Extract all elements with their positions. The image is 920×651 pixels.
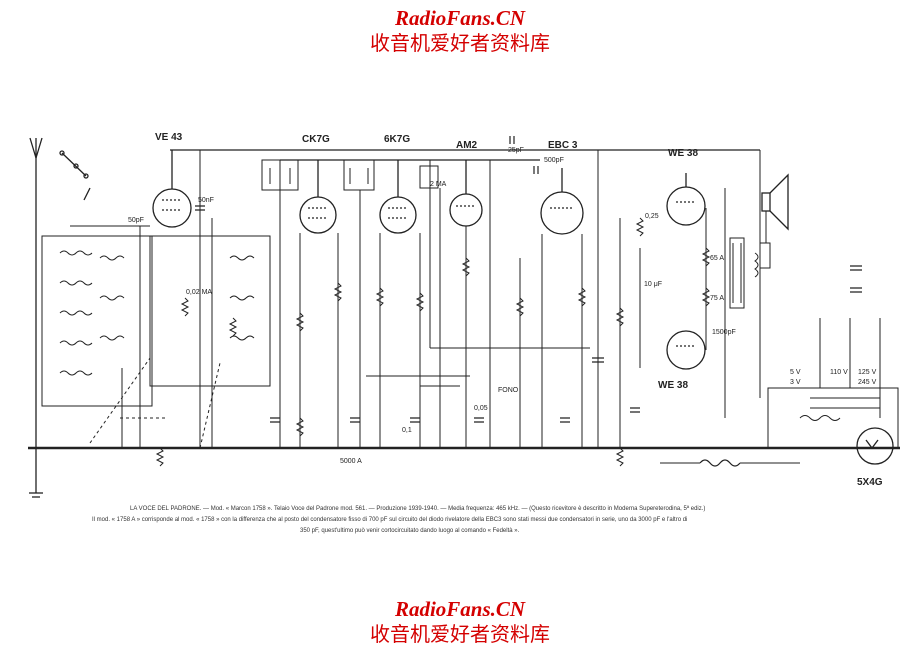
label-5000a: 5000 A (340, 458, 362, 465)
label-65a: 65 A (710, 255, 724, 262)
watermark-chinese-bottom: 收音机爱好者资料库 (370, 622, 550, 646)
tube-label-we38-upper: WE 38 (668, 148, 698, 159)
label-75a: 75 A (710, 295, 724, 302)
watermark-top: RadioFans.CN 收音机爱好者资料库 (0, 6, 920, 56)
tube-label-ve43: VE 43 (155, 132, 183, 143)
tube-6k7g (379, 160, 417, 234)
label-0-1: 0,1 (402, 427, 412, 434)
label-500pf: 500pF (544, 157, 564, 164)
label-5v: 5 V (790, 369, 801, 376)
label-2ma: 2 MA (430, 181, 447, 188)
watermark-site: RadioFans.CN (394, 6, 526, 30)
caption-line-1: LA VOCE DEL PADRONE. — Mod. « Marcon 175… (130, 505, 705, 512)
schematic-diagram: VE 43 CK7G 6K7G AM2 EBC 3 WE 38 WE 38 5X… (28, 132, 900, 534)
caption-line-3: 350 pF, quest'ultimo può venir cortocirc… (300, 528, 520, 534)
watermark-site-bottom: RadioFans.CN (394, 597, 526, 621)
tube-ve43 (152, 150, 192, 228)
tube-label-we38-lower: WE 38 (658, 380, 688, 391)
tube-5x4g (856, 427, 894, 465)
label-fono: FONO (498, 387, 519, 394)
tube-ebc3 (540, 168, 584, 235)
tube-label-6k7g: 6K7G (384, 134, 410, 145)
label-0-02ma: 0,02 MA (186, 289, 212, 296)
label-110v: 110 V (830, 369, 848, 376)
tube-we38-upper (666, 173, 706, 226)
label-25pf: 25pF (508, 147, 524, 154)
watermark-bottom: RadioFans.CN 收音机爱好者资料库 (0, 597, 920, 647)
ground-icon (29, 492, 43, 498)
tube-label-am2: AM2 (456, 140, 478, 151)
label-1500pf: 1500pF (712, 329, 736, 336)
antenna-icon (29, 137, 43, 228)
tube-ck7g (299, 160, 337, 234)
tube-label-5x4g: 5X4G (857, 477, 883, 488)
label-125v: 125 V (858, 369, 877, 376)
label-50nf: 50nF (198, 197, 214, 204)
label-50pf: 50pF (128, 217, 144, 224)
caption-line-2: Il mod. « 1758 A » corrisponde al mod. «… (92, 517, 687, 523)
watermark-chinese: 收音机爱好者资料库 (370, 31, 550, 55)
band-switch-icon (59, 150, 91, 201)
label-3v: 3 V (790, 379, 801, 386)
label-10uf: 10 μF (644, 281, 662, 288)
label-0-05: 0,05 (474, 405, 488, 412)
label-245v: 245 V (858, 379, 877, 386)
tube-am2 (449, 160, 483, 227)
tube-label-ck7g: CK7G (302, 134, 330, 145)
label-0-25: 0,25 (645, 213, 659, 220)
tube-we38-lower (666, 330, 706, 370)
tube-label-ebc3: EBC 3 (548, 140, 578, 151)
